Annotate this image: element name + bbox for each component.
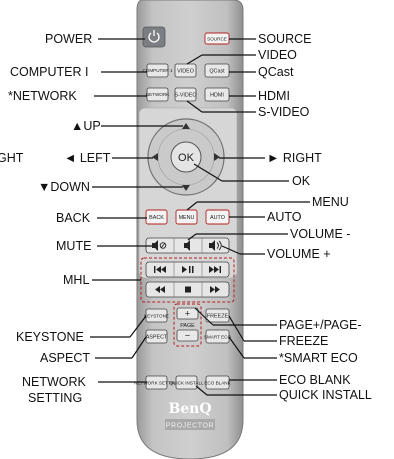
back-key-label: BACK	[149, 215, 164, 221]
keystone-key-label: KEYSTONE	[144, 314, 169, 319]
freeze-button[interactable]	[205, 308, 230, 323]
eco-blank-key-label: ECO BLANK	[204, 381, 231, 386]
network-button[interactable]	[146, 87, 169, 102]
eco-blank-button[interactable]	[205, 375, 230, 390]
svideo-button[interactable]	[174, 87, 197, 102]
sub-brand-plate	[165, 419, 215, 430]
callout-qcast: QCast	[258, 65, 294, 79]
play-pause-icon[interactable]	[182, 266, 194, 273]
smart-eco-key-label: SMART ECO	[204, 335, 232, 340]
callout-volume-down: VOLUME -	[290, 227, 350, 241]
callout-power: POWER	[45, 32, 92, 46]
page-minus-label: −	[185, 331, 190, 341]
speaker-low-icon[interactable]	[184, 240, 190, 251]
callout-down: ▼DOWN	[38, 180, 90, 194]
callout-network-setting-2: SETTING	[28, 391, 82, 405]
computer-button[interactable]	[146, 63, 169, 78]
callout-svideo: S-VIDEO	[258, 105, 310, 119]
callout-computer: COMPUTER I	[10, 65, 88, 79]
callout-right: ► RIGHT	[267, 151, 322, 165]
computer-key-label: COMPUTER 1	[142, 68, 173, 73]
back-button[interactable]	[145, 209, 168, 225]
triangle-down-icon[interactable]	[182, 185, 190, 191]
power-button[interactable]	[142, 26, 166, 48]
callout-mhl: MHL	[63, 273, 89, 287]
qcast-key-label: QCast	[209, 69, 225, 75]
callout-network: *NETWORK	[8, 89, 77, 103]
callout-auto: AUTO	[267, 210, 302, 224]
callout-hdmi: HDMI	[258, 89, 290, 103]
callout-volume-up: VOLUME +	[267, 247, 331, 261]
skip-forward-icon[interactable]	[209, 266, 221, 273]
speaker-muted-icon[interactable]	[152, 240, 167, 251]
page-up-button[interactable]	[176, 307, 199, 320]
callout-video: VIDEO	[258, 48, 297, 62]
source-key-label: SOURCE	[207, 37, 227, 42]
callout-mute: MUTE	[56, 239, 91, 253]
ok-button[interactable]	[170, 141, 202, 173]
menu-button[interactable]	[175, 209, 198, 225]
keystone-button[interactable]	[145, 308, 168, 323]
aspect-button[interactable]	[145, 329, 168, 344]
qcast-button[interactable]	[204, 63, 230, 78]
smart-eco-button[interactable]	[205, 329, 230, 344]
quick-install-button[interactable]	[175, 375, 198, 390]
callout-keystone: KEYSTONE	[16, 330, 84, 344]
callout-back: BACK	[56, 211, 91, 225]
brand-logo: BenQ	[168, 401, 211, 417]
mhl-group	[140, 257, 235, 303]
callout-up: ▲UP	[71, 119, 101, 133]
power-icon	[148, 30, 160, 43]
page-down-button[interactable]	[176, 329, 199, 342]
callout-source: SOURCE	[258, 32, 311, 46]
hdmi-button[interactable]	[204, 87, 230, 102]
callout-smart-eco: *SMART ECO	[279, 351, 358, 365]
sub-brand-label: PROJECTOR	[166, 423, 214, 430]
page-group	[173, 303, 202, 347]
page-plus-label: +	[185, 309, 190, 319]
stop-icon[interactable]	[185, 286, 191, 293]
video-key-label: VIDEO	[177, 69, 194, 75]
callout-ok: OK	[292, 174, 311, 188]
ok-key-label: OK	[178, 152, 195, 164]
page-key-label: PAGE	[180, 323, 195, 329]
network-key-label: NETWORK	[146, 92, 170, 97]
skip-back-icon[interactable]	[154, 266, 166, 273]
callout-aspect: ASPECT	[40, 351, 90, 365]
triangle-right-icon[interactable]	[214, 153, 220, 161]
callout-page: PAGE+/PAGE-	[279, 318, 362, 332]
callout-menu: MENU	[312, 195, 349, 209]
callout-right-cut: GHT	[0, 151, 24, 165]
hdmi-key-label: HDMI	[210, 93, 224, 99]
quick-install-key-label: QUICK INSTALL	[169, 381, 204, 386]
aspect-key-label: ASPECT	[146, 335, 168, 341]
callout-left: ◄ LEFT	[64, 151, 111, 165]
fast-forward-icon[interactable]	[210, 286, 220, 293]
callout-network-setting-1: NETWORK	[22, 375, 87, 389]
callout-freeze: FREEZE	[279, 334, 328, 348]
triangle-up-icon[interactable]	[182, 123, 190, 129]
mhl-row-1	[145, 261, 230, 278]
video-button[interactable]	[174, 63, 197, 78]
menu-key-label: MENU	[179, 215, 195, 221]
svideo-key-label: S-VIDEO	[174, 93, 196, 99]
callout-quick-install: QUICK INSTALL	[279, 388, 372, 402]
triangle-left-icon[interactable]	[152, 153, 158, 161]
speaker-high-icon[interactable]	[209, 240, 222, 251]
callout-eco-blank: ECO BLANK	[279, 373, 351, 387]
freeze-key-label: FREEZE	[207, 314, 229, 320]
network-setting-key-label: NETWORK SETTING	[134, 381, 179, 386]
auto-key-label: AUTO	[210, 215, 225, 221]
rewind-icon[interactable]	[155, 286, 165, 293]
